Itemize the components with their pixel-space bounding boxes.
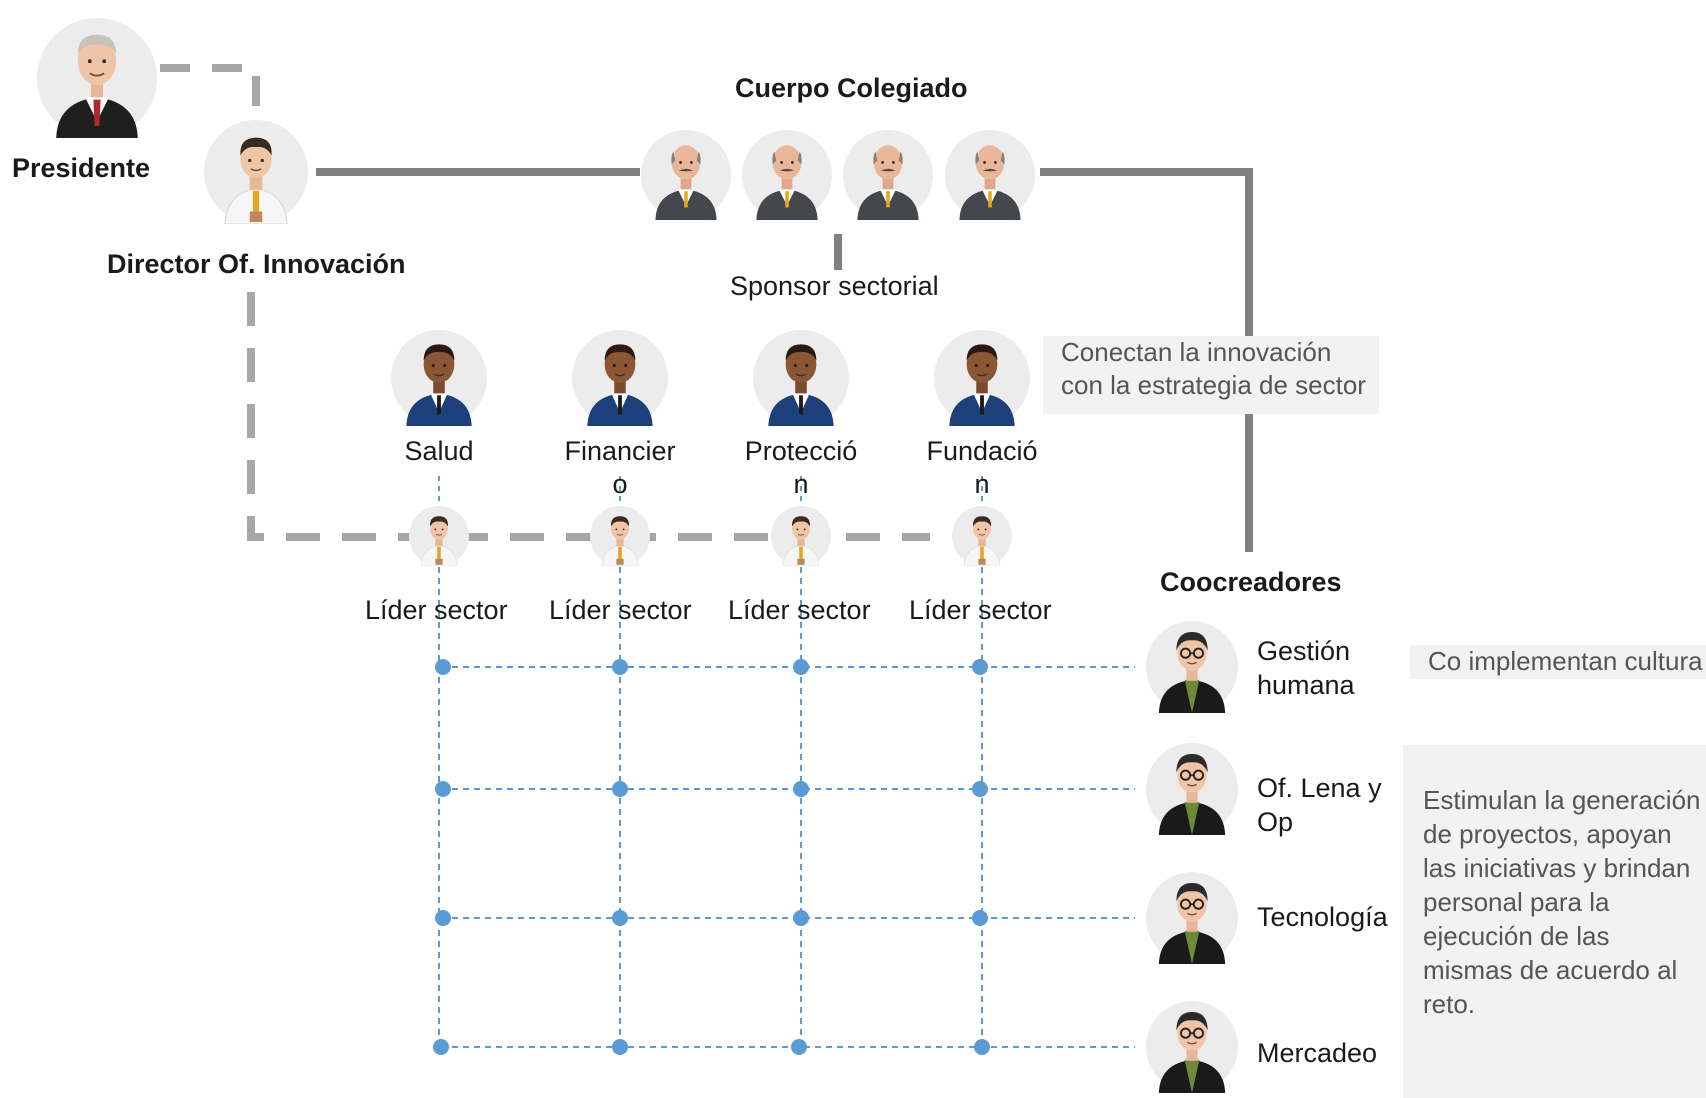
director-leaders-connector [247,292,930,541]
sector-sponsor-avatar-icon [572,330,668,426]
sector-leader-avatar-icon [409,506,469,566]
sponsor-label: Sponsor sectorial [730,271,939,301]
director-avatar-icon [204,120,308,224]
sector-sponsor-avatar-icon [753,330,849,426]
sector-leader-avatar-icon [952,506,1012,566]
sector-name: Financiero [564,436,676,499]
board-cocreators-connector [1040,168,1253,552]
grid-node [974,1039,990,1055]
board-member-avatar-icon [945,130,1035,220]
grid-node [433,1039,449,1055]
cocreator-label: Gestión humana [1257,636,1355,700]
sector-name: Protección [744,436,858,499]
grid-node [435,910,451,926]
board-member-avatar-icon [641,130,731,220]
board-member-avatar-icon [742,130,832,220]
sector-name: Salud [404,436,474,466]
director-label: Director Of. Innovación [107,249,406,279]
grid-node [791,1039,807,1055]
sector-name: Fundación [926,436,1038,499]
president-director-connector [160,64,260,110]
cocreator-label: Of. Lena y Op [1257,773,1382,837]
grid-node [612,659,628,675]
sector-leader-avatar-icon [590,506,650,566]
sector-leader-label: Líder sector [549,595,692,625]
connectors [160,64,1253,552]
cocreator-grid [433,567,1135,1055]
sector-leader-avatar-icon [771,506,831,566]
cocreator-label: Tecnología [1257,902,1388,932]
grid-node [612,1039,628,1055]
grid-node [612,910,628,926]
cocreators-title: Coocreadores [1160,567,1342,597]
grid-node [972,910,988,926]
cocreator-note: Estimulan la generación de proyectos, ap… [1403,745,1706,1098]
sector-leader-label: Líder sector [909,595,1052,625]
grid-node [972,781,988,797]
grid-node [435,659,451,675]
grid-node [972,659,988,675]
cocreator-label: Mercadeo [1257,1038,1378,1068]
board-title: Cuerpo Colegiado [735,73,968,103]
grid-node [435,781,451,797]
cocreator-avatar-icon [1146,872,1238,964]
president-avatar-icon [37,18,157,138]
grid-node [793,659,809,675]
grid-node [793,910,809,926]
sector-sponsor-avatar-icon [391,330,487,426]
grid-node [612,781,628,797]
sector-leader-label: Líder sector [728,595,871,625]
culture-note: Co implementan cultura [1410,645,1706,679]
avatars [37,18,1238,1093]
president-label: Presidente [12,153,151,183]
sector-descriptor-note: Conectan la innovación con la estrategia… [1043,336,1379,414]
board-member-avatar-icon [843,130,933,220]
sector-leader-label: Líder sector [365,595,508,625]
cocreator-avatar-icon [1146,743,1238,835]
sector-sponsor-avatar-icon [934,330,1030,426]
cocreator-avatar-icon [1146,621,1238,713]
cocreator-avatar-icon [1146,1001,1238,1093]
grid-node [793,781,809,797]
